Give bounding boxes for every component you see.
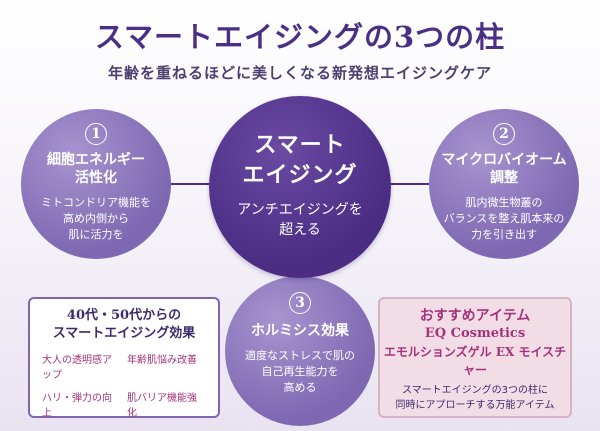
recommend-box: おすすめアイテム EQ Cosmetics エモルションズゲル EX モイスチャ… bbox=[378, 297, 572, 418]
pillar-1-description: ミトコンドリア機能を 高め内側から 肌に活力を bbox=[41, 195, 151, 243]
recommend-description: スマートエイジングの3つの柱に 同時にアプローチする万能アイテム bbox=[380, 383, 570, 413]
pillar-1-desc-line1: ミトコンドリア機能を bbox=[41, 196, 151, 209]
effects-box: 40代・50代からの スマートエイジング効果 大人の透明感アップ 年齢肌悩み改善… bbox=[28, 297, 220, 419]
page-title: スマートエイジングの3つの柱 bbox=[94, 20, 506, 54]
effects-title-line1: 40代・50代からの bbox=[66, 308, 182, 323]
pillar-3-desc-line3: 高める bbox=[283, 381, 317, 394]
center-title-line1: スマート bbox=[254, 132, 346, 158]
pillar-1-title-line2: 活性化 bbox=[75, 170, 117, 186]
pillar-3-circle: 3 ホルミシス効果 適度なストレスで肌の 自己再生能力を 高める bbox=[225, 276, 375, 426]
pillar-2-desc-line1: 肌内微生物叢の bbox=[465, 196, 543, 209]
effects-item: 肌バリア機能強化 bbox=[127, 393, 197, 419]
pillar-1-number: 1 bbox=[85, 123, 107, 145]
pillar-2-desc-line3: 力を引き出す bbox=[471, 228, 537, 241]
pillar-1-desc-line3: 肌に活力を bbox=[68, 228, 124, 241]
pillar-3-desc-line2: 自己再生能力を bbox=[261, 365, 339, 378]
pillar-2-number: 2 bbox=[493, 123, 515, 145]
effects-item: 大人の透明感アップ bbox=[42, 355, 112, 381]
pillar-3-title: ホルミシス効果 bbox=[251, 323, 349, 339]
pillar-2-circle: 2 マイクロバイオーム 調整 肌内微生物叢の バランスを整え肌本来の 力を引き出… bbox=[429, 109, 579, 259]
center-sub-line1: アンチエイジングを bbox=[237, 202, 363, 218]
page-subtitle: 年齢を重ねるほどに美しくなる新発想エイジングケア bbox=[107, 64, 492, 82]
pillar-2-title-line1: マイクロバイオーム bbox=[441, 152, 567, 168]
center-sub-line2: 超える bbox=[279, 222, 321, 238]
pillar-2-title-line2: 調整 bbox=[490, 170, 518, 186]
pillar-1-desc-line2: 高め内側から bbox=[63, 212, 129, 225]
pillar-1-title-line1: 細胞エネルギー bbox=[47, 152, 145, 168]
recommend-brand: EQ Cosmetics bbox=[424, 326, 526, 341]
center-title-line2: エイジング bbox=[242, 162, 358, 188]
recommend-desc-line1: スマートエイジングの3つの柱に bbox=[401, 385, 549, 396]
pillar-3-description: 適度なストレスで肌の 自己再生能力を 高める bbox=[245, 348, 355, 396]
pillar-1-title: 細胞エネルギー 活性化 bbox=[47, 151, 145, 187]
recommend-desc-line2: 同時にアプローチする万能アイテム bbox=[395, 400, 555, 411]
effects-list: 大人の透明感アップ 年齢肌悩み改善 ハリ・弾力の向上 肌バリア機能強化 bbox=[42, 351, 206, 419]
pillar-2-desc-line2: バランスを整え肌本来の bbox=[443, 212, 565, 225]
effects-title-line2: スマートエイジング効果 bbox=[52, 326, 196, 341]
pillar-2-title: マイクロバイオーム 調整 bbox=[441, 151, 566, 187]
center-subtitle: アンチエイジングを 超える bbox=[237, 200, 362, 240]
center-title: スマート エイジング bbox=[242, 130, 357, 190]
pillar-3-number: 3 bbox=[289, 292, 311, 314]
pillar-3-desc-line1: 適度なストレスで肌の bbox=[245, 349, 355, 362]
center-circle: スマート エイジング アンチエイジングを 超える bbox=[209, 96, 391, 278]
pillar-2-description: 肌内微生物叢の バランスを整え肌本来の 力を引き出す bbox=[444, 195, 565, 243]
effects-title: 40代・50代からの スマートエイジング効果 bbox=[30, 307, 218, 343]
effects-item: 年齢肌悩み改善 bbox=[127, 355, 197, 366]
recommend-heading: おすすめアイテム bbox=[419, 308, 531, 324]
effects-item: ハリ・弾力の向上 bbox=[42, 393, 112, 419]
recommend-product: エモルションズゲル EX モイスチャー bbox=[383, 345, 567, 377]
pillar-1-circle: 1 細胞エネルギー 活性化 ミトコンドリア機能を 高め内側から 肌に活力を bbox=[21, 109, 171, 259]
